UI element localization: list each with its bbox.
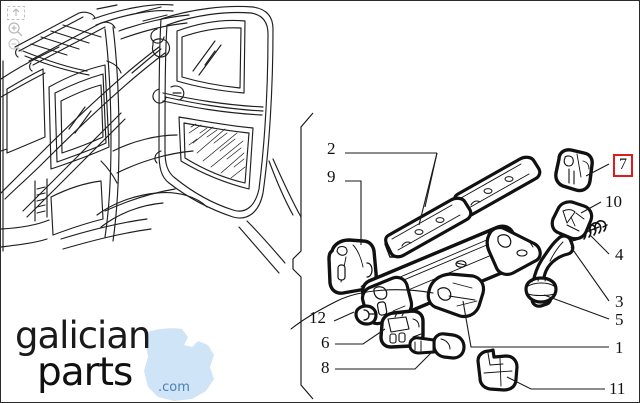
callout-number[interactable]: 3	[615, 292, 624, 311]
panel-frame	[292, 112, 314, 400]
zoom-toolbar[interactable]	[6, 5, 32, 57]
part-slide-rail-lower	[384, 196, 473, 259]
callout-number[interactable]: 8	[321, 358, 330, 377]
part-trim-cover	[476, 348, 519, 392]
callout-leader-lines	[333, 152, 610, 390]
part-pin-bushing	[408, 332, 466, 360]
callout-number[interactable]: 5	[615, 310, 624, 329]
watermark-line-1: galician	[15, 314, 151, 357]
fit-to-screen-icon[interactable]	[6, 5, 26, 21]
watermark-line-2: parts	[37, 350, 133, 395]
watermark-suffix: .com	[158, 380, 190, 395]
part-hinge-bracket	[327, 238, 378, 295]
part-cover-cap	[550, 200, 594, 241]
callout-number[interactable]: 11	[609, 379, 626, 398]
watermark: galician parts .com	[15, 317, 220, 401]
callout-number[interactable]: 9	[327, 167, 336, 186]
callout-number[interactable]: 4	[615, 245, 624, 264]
zoom-in-icon[interactable]	[6, 21, 26, 37]
callout-number[interactable]: 10	[605, 192, 622, 211]
part-end-cap-bracket	[554, 148, 594, 193]
callout-number-highlighted[interactable]: 7	[613, 154, 633, 177]
callout-number[interactable]: 1	[615, 338, 624, 357]
galicia-region-silhouette	[144, 328, 214, 401]
callout-number[interactable]: 6	[321, 333, 330, 352]
part-small-clip	[354, 304, 378, 326]
callout-number[interactable]: 12	[309, 308, 326, 327]
part-rubber-stop	[524, 276, 558, 304]
callout-number[interactable]: 2	[327, 139, 336, 158]
